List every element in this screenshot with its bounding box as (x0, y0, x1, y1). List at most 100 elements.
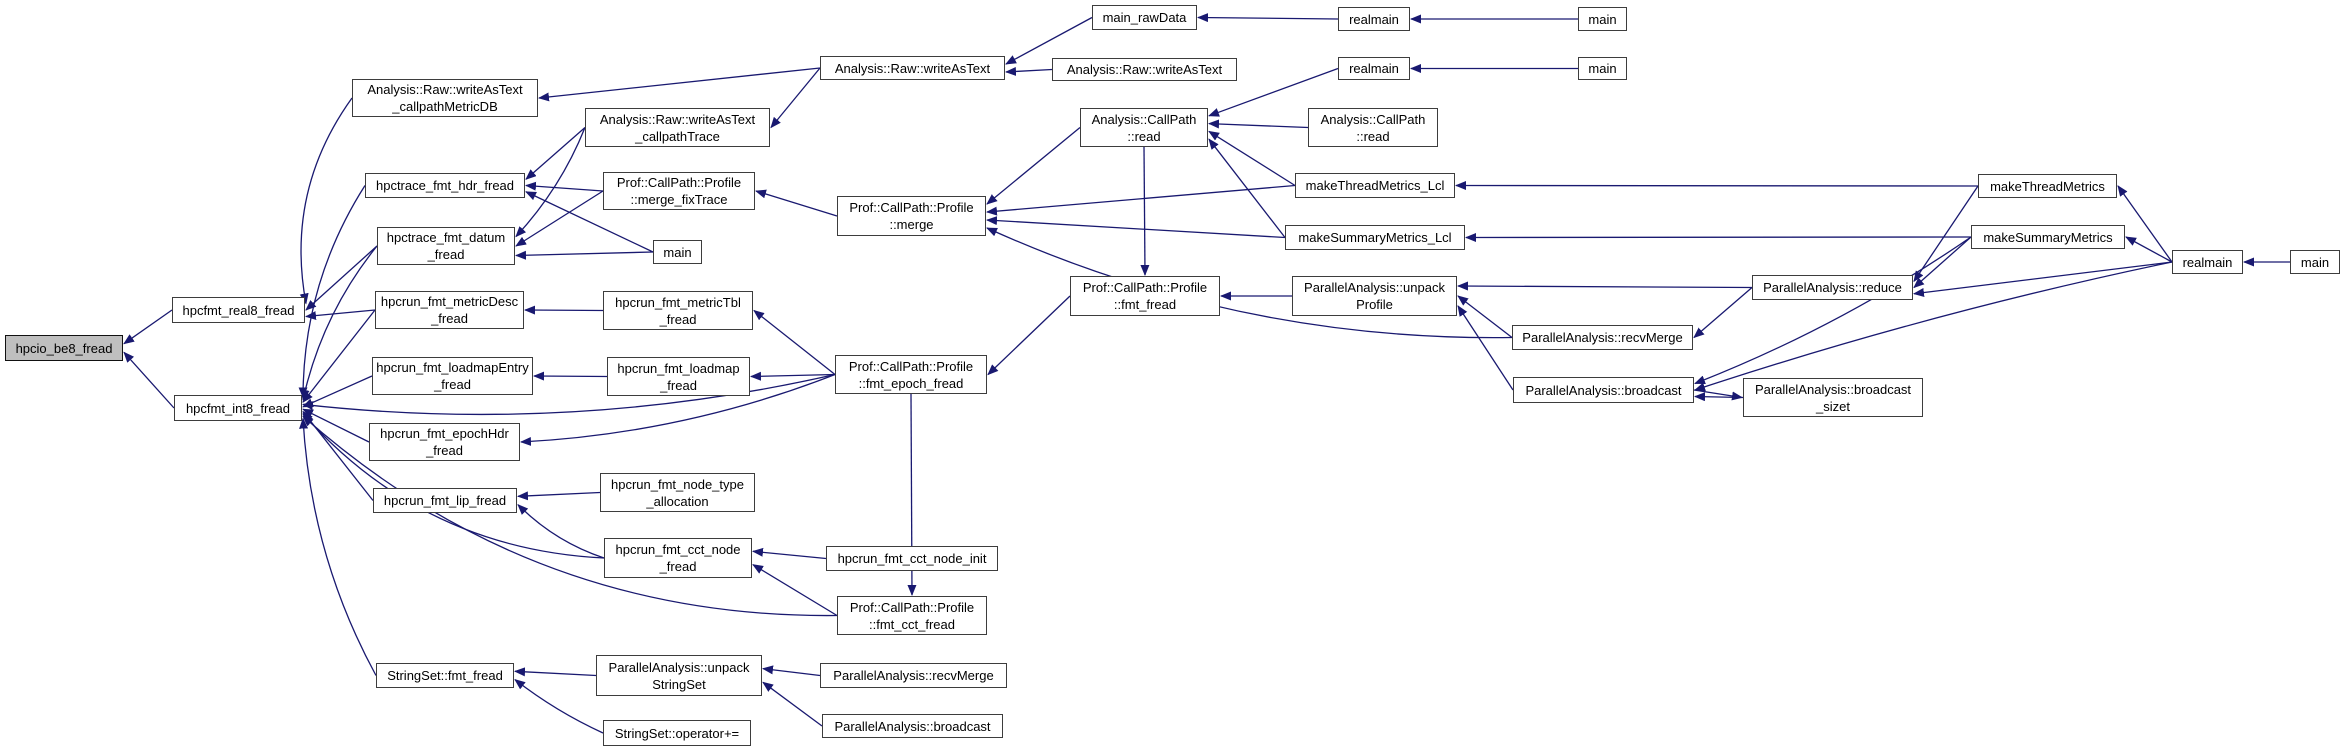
graph-node-label: Analysis::Raw::writeAsText (367, 82, 523, 97)
call-edge (514, 679, 604, 734)
call-edge (753, 309, 836, 376)
graph-node-hpcrun_fmt_cct_node_fread[interactable]: hpcrun_fmt_cct_node _fread (604, 538, 752, 578)
graph-node-label: _fread (426, 443, 463, 458)
call-edge (752, 547, 827, 560)
graph-node-label: main (663, 244, 692, 260)
graph-node-label: hpcrun_fmt_metricTbl (615, 294, 741, 310)
graph-node-label: ::read (1127, 128, 1161, 144)
graph-node-stringset_fmt_fread[interactable]: StringSet::fmt_fread (376, 663, 514, 688)
graph-node-label: StringSet (652, 676, 706, 692)
graph-node-makeSummaryMetrics_Lcl[interactable]: makeSummaryMetrics_Lcl (1285, 225, 1465, 250)
graph-node-hpcrun_fmt_loadmap_fread[interactable]: hpcrun_fmt_loadmap_fread (607, 357, 750, 396)
graph-node-hpctrace_fmt_datum_fread[interactable]: hpctrace_fmt_datum_fread (377, 227, 515, 265)
graph-node-hpcrun_fmt_node_type_allocation[interactable]: hpcrun_fmt_node_type_allocation (600, 473, 755, 512)
graph-node-writeAsText_overload[interactable]: Analysis::Raw::writeAsText (1052, 58, 1237, 81)
call-edge (1913, 185, 1979, 283)
graph-node-broadcast_sizet[interactable]: ParallelAnalysis::broadcast_sizet (1743, 378, 1923, 417)
call-edge (750, 371, 836, 381)
graph-node-stringset_operator_append[interactable]: StringSet::operator+= (603, 720, 751, 746)
graph-node-label: StringSet::operator+= (614, 725, 740, 741)
call-edge (299, 417, 377, 676)
graph-node-profile_merge_fixTrace[interactable]: Prof::CallPath::Profile::merge_fixTrace (603, 172, 755, 210)
graph-node-realmain_callpath[interactable]: realmain (1338, 57, 1410, 80)
graph-node-callpath_read_overload[interactable]: Analysis::CallPath::read (1308, 108, 1438, 147)
graph-node-realmain_mpi[interactable]: realmain (2172, 250, 2243, 274)
graph-node-hpcrun_fmt_epochHdr_fread[interactable]: hpcrun_fmt_epochHdr_fread (369, 423, 520, 461)
graph-node-label: hpcio_be8_fread (15, 340, 113, 356)
graph-node-label: hpcrun_fmt_cct_node_init (837, 551, 987, 566)
graph-node-label: Analysis::CallPath (1091, 111, 1197, 127)
graph-node-realmain_rawdata[interactable]: realmain (1338, 7, 1410, 31)
call-edge (1694, 261, 2173, 392)
graph-node-recvMerge_profile[interactable]: ParallelAnalysis::recvMerge (1512, 325, 1693, 350)
graph-node-label: _fread (659, 311, 697, 327)
graph-node-label: _callpathMetricDB (392, 99, 498, 114)
call-edge (302, 415, 838, 617)
graph-node-profile_fmt_epoch_fread[interactable]: Prof::CallPath::Profile::fmt_epoch_fread (835, 355, 987, 394)
graph-node-hpcrun_fmt_lip_fread[interactable]: hpcrun_fmt_lip_fread (373, 488, 517, 513)
graph-node-profile_fmt_fread[interactable]: Prof::CallPath::Profile::fmt_fread (1070, 276, 1220, 316)
graph-node-callpath_read[interactable]: Analysis::CallPath::read (1080, 108, 1208, 147)
graph-node-label: ParallelAnalysis::broadcast (834, 718, 991, 734)
call-edge (299, 97, 353, 305)
call-edge (298, 185, 366, 399)
graph-node-hpcrun_fmt_loadmapEntry_fread[interactable]: hpcrun_fmt_loadmapEntry_fread (372, 357, 533, 395)
graph-node-writeAsText_callpathMetricDB[interactable]: Analysis::Raw::writeAsText_callpathMetri… (352, 79, 538, 117)
graph-node-label: hpcfmt_real8_fread (182, 302, 295, 318)
graph-node-main_callpath[interactable]: main (1578, 57, 1627, 80)
graph-node-label: Analysis::Raw::writeAsText (1066, 62, 1223, 77)
graph-node-label: Prof::CallPath::Profile (849, 599, 975, 615)
graph-node-recvMerge_stringset[interactable]: ParallelAnalysis::recvMerge (820, 663, 1007, 688)
graph-node-broadcast_stringset[interactable]: ParallelAnalysis::broadcast (822, 714, 1003, 738)
graph-node-label: _fread (434, 377, 471, 392)
graph-node-reduce[interactable]: ParallelAnalysis::reduce (1752, 275, 1913, 300)
call-edge (1913, 261, 2173, 297)
graph-node-main_rawdata2[interactable]: main (1578, 7, 1627, 31)
graph-node-writeAsText_callpathTrace[interactable]: Analysis::Raw::writeAsText_callpathTrace (585, 108, 770, 147)
call-edge (300, 245, 378, 401)
graph-node-profile_fmt_cct_fread[interactable]: Prof::CallPath::Profile::fmt_cct_fread (837, 596, 987, 635)
call-edge (1005, 16, 1093, 65)
graph-node-label: _fread (659, 559, 697, 574)
graph-node-profile_merge[interactable]: Prof::CallPath::Profile::merge (837, 196, 986, 236)
graph-node-label: StringSet::fmt_fread (387, 668, 503, 683)
graph-node-makeSummaryMetrics[interactable]: makeSummaryMetrics (1971, 225, 2125, 249)
graph-node-label: ParallelAnalysis::recvMerge (1522, 330, 1683, 345)
graph-node-hpcrun_fmt_metricDesc_fread[interactable]: hpcrun_fmt_metricDesc_fread (375, 291, 524, 329)
graph-node-label: main (1588, 11, 1617, 27)
graph-node-main_trace[interactable]: main (653, 240, 702, 264)
call-edge (755, 189, 838, 217)
graph-node-makeThreadMetrics[interactable]: makeThreadMetrics (1978, 174, 2117, 198)
graph-node-label: ::fmt_fread (1113, 297, 1177, 312)
graph-node-label: realmain (2182, 254, 2233, 270)
graph-node-hpctrace_fmt_hdr_fread[interactable]: hpctrace_fmt_hdr_fread (365, 173, 525, 198)
graph-node-hpcfmt_real8_fread[interactable]: hpcfmt_real8_fread (172, 297, 305, 323)
graph-node-label: _fread (660, 377, 697, 393)
call-edge (515, 250, 654, 260)
call-edge (1457, 305, 1514, 391)
graph-node-hpcrun_fmt_cct_node_init[interactable]: hpcrun_fmt_cct_node_init (826, 546, 998, 571)
graph-node-label: ::merge_fixTrace (630, 192, 728, 207)
graph-node-makeThreadMetrics_Lcl[interactable]: makeThreadMetrics_Lcl (1295, 173, 1455, 198)
call-edge (515, 190, 604, 247)
call-edge (1457, 281, 1753, 291)
graph-node-main_mpi[interactable]: main (2290, 250, 2340, 274)
call-edge (986, 184, 1296, 216)
graph-node-broadcast_profile[interactable]: ParallelAnalysis::broadcast (1513, 377, 1694, 403)
call-edge (302, 375, 373, 408)
graph-node-main_rawData[interactable]: main_rawData (1092, 5, 1197, 30)
graph-node-label: hpcrun_fmt_cct_node (615, 542, 741, 557)
graph-node-writeAsText_main[interactable]: Analysis::Raw::writeAsText (820, 56, 1005, 80)
graph-node-label: Prof::CallPath::Profile (1082, 280, 1208, 295)
graph-node-label: hpcrun_fmt_lip_fread (383, 493, 507, 508)
call-edge (302, 309, 376, 403)
graph-node-hpcrun_fmt_metricTbl_fread[interactable]: hpcrun_fmt_metricTbl_fread (603, 291, 753, 330)
graph-node-label: makeSummaryMetrics_Lcl (1298, 230, 1452, 245)
graph-node-label: main_rawData (1102, 10, 1187, 25)
graph-node-hpcfmt_int8_fread[interactable]: hpcfmt_int8_fread (174, 395, 302, 421)
graph-node-label: makeThreadMetrics (1990, 178, 2105, 194)
graph-node-label: hpcrun_fmt_loadmap (617, 360, 740, 376)
